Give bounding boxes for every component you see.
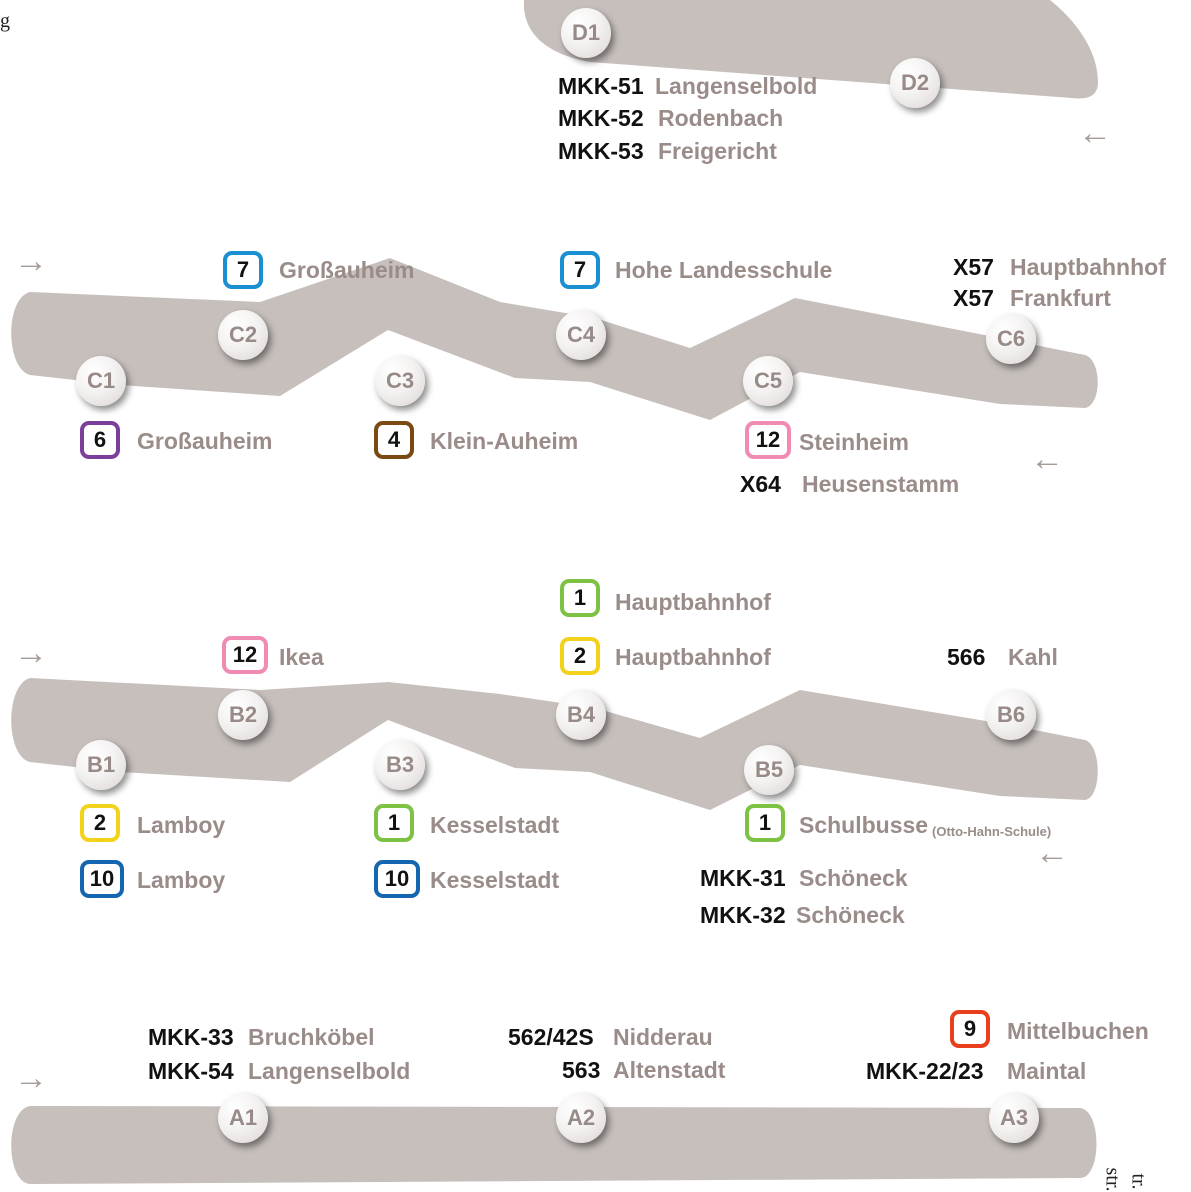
stop-marker-d2: D2 (890, 58, 940, 108)
stop-marker-b4: B4 (556, 690, 606, 740)
route-code: MKK-53 (558, 138, 644, 164)
stop-marker-c3: C3 (375, 356, 425, 406)
route-destination: Frankfurt (1010, 285, 1111, 311)
route-destination: Altenstadt (613, 1057, 726, 1083)
stop-marker-a2: A2 (556, 1093, 606, 1143)
route-destination: Kesselstadt (430, 867, 560, 893)
stop-marker-c4: C4 (556, 310, 606, 360)
route-destination: Mittelbuchen (1007, 1018, 1149, 1044)
direction-arrow-left-icon: ← (1078, 114, 1112, 152)
route-code: MKK-51 (558, 73, 644, 99)
direction-arrow-left-icon: ← (1030, 440, 1064, 478)
line-badge-4: 4 (374, 421, 414, 459)
edge-text-top-left: g (0, 10, 10, 32)
route-destination: Hohe Landesschule (615, 257, 833, 283)
stop-marker-c1: C1 (76, 356, 126, 406)
route-code: MKK-54 (148, 1058, 234, 1084)
road-d (523, 0, 1098, 99)
route-destination: Ikea (279, 644, 324, 670)
route-destination: Lamboy (137, 867, 226, 893)
route-destination: Nidderau (613, 1024, 713, 1050)
route-code: MKK-31 (700, 865, 786, 891)
edge-text-tr: tr. (1127, 1173, 1150, 1190)
line-badge-10: 10 (80, 860, 124, 898)
stop-marker-b2: B2 (218, 690, 268, 740)
direction-arrow-right-icon: → (14, 634, 48, 672)
route-destination: Langenselbold (248, 1058, 411, 1084)
route-destination: Maintal (1007, 1058, 1087, 1084)
route-destination: Hauptbahnhof (615, 644, 771, 670)
line-badge-12: 12 (222, 636, 268, 674)
route-code: MKK-32 (700, 902, 786, 928)
line-badge-12: 12 (745, 421, 791, 459)
line-badge-1: 1 (560, 579, 600, 617)
line-badge-7: 7 (560, 251, 600, 289)
line-badge-1: 1 (745, 804, 785, 842)
route-destination: Lamboy (137, 812, 226, 838)
stop-marker-c2: C2 (218, 310, 268, 360)
stop-marker-d1: D1 (561, 8, 611, 58)
route-destination: Großauheim (279, 257, 415, 283)
route-destination: Kesselstadt (430, 812, 560, 838)
line-badge-2: 2 (560, 637, 600, 675)
stop-marker-b1: B1 (76, 740, 126, 790)
edge-text-str: str. (1101, 1167, 1124, 1192)
stop-marker-a3: A3 (989, 1093, 1039, 1143)
route-code: 562/42S (508, 1024, 594, 1050)
stop-marker-a1: A1 (218, 1093, 268, 1143)
route-destination: Rodenbach (658, 105, 784, 131)
line-badge-9: 9 (950, 1010, 990, 1048)
stop-marker-b3: B3 (375, 740, 425, 790)
route-destination: Heusenstamm (802, 471, 960, 497)
direction-arrow-right-icon: → (14, 1059, 48, 1097)
line-badge-2: 2 (80, 804, 120, 842)
direction-arrow-left-icon: ← (1035, 834, 1069, 872)
line-badge-6: 6 (80, 421, 120, 459)
line-badge-10: 10 (374, 860, 420, 898)
route-code: X64 (740, 471, 781, 497)
route-destination: Klein-Auheim (430, 428, 579, 454)
route-code: MKK-52 (558, 105, 644, 131)
route-code: MKK-22/23 (866, 1058, 984, 1084)
line-badge-7: 7 (223, 251, 263, 289)
stop-marker-c5: C5 (743, 356, 793, 406)
stop-marker-c6: C6 (986, 314, 1036, 364)
route-destination: Freigericht (658, 138, 777, 164)
route-destination: Steinheim (799, 429, 909, 455)
route-destination: Schulbusse (799, 812, 929, 838)
direction-arrow-right-icon: → (14, 242, 48, 280)
route-destination: Hauptbahnhof (1010, 254, 1166, 280)
route-code: 566 (947, 644, 986, 670)
route-code: X57 (953, 285, 994, 311)
route-code: MKK-33 (148, 1024, 234, 1050)
road-a (11, 1106, 1097, 1184)
route-destination: Schöneck (799, 865, 908, 891)
route-code: 563 (562, 1057, 601, 1083)
road-c (11, 258, 1098, 420)
route-destination: Langenselbold (655, 73, 818, 99)
route-destination: Kahl (1008, 644, 1058, 670)
stop-marker-b5: B5 (744, 745, 794, 795)
route-destination: Bruchköbel (248, 1024, 375, 1050)
stop-marker-b6: B6 (986, 690, 1036, 740)
road-b (11, 678, 1098, 810)
route-note: (Otto-Hahn-Schule) (932, 824, 1052, 839)
route-destination: Schöneck (796, 902, 905, 928)
line-badge-1: 1 (374, 804, 414, 842)
route-destination: Hauptbahnhof (615, 589, 771, 615)
route-code: X57 (953, 254, 994, 280)
route-destination: Großauheim (137, 428, 273, 454)
